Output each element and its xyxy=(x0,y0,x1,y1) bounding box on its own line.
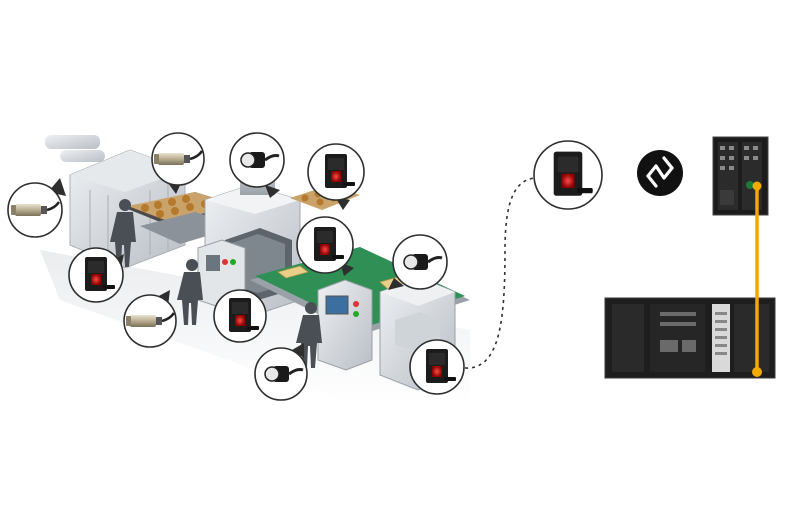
remote-photoelectric-sensor xyxy=(533,140,603,210)
pipe xyxy=(60,150,105,162)
callout-barrel-sensor-2 xyxy=(388,234,448,290)
callout-photoelectric-sensor-2 xyxy=(68,247,124,303)
cable-connector xyxy=(752,181,762,191)
callout-photoelectric-sensor-1 xyxy=(307,143,365,210)
callout-proximity-sensor-3 xyxy=(123,290,177,348)
callout-barrel-sensor-1 xyxy=(229,132,285,198)
cable-connector xyxy=(752,367,762,377)
callout-barrel-sensor-3 xyxy=(254,343,308,401)
dashed-network-line xyxy=(464,177,536,369)
callout-photoelectric-sensor-4 xyxy=(213,289,267,343)
hmi-station xyxy=(317,279,373,371)
operator-silhouette-icon xyxy=(177,259,203,325)
callout-photoelectric-sensor-5 xyxy=(409,339,465,395)
callout-proximity-sensor-2 xyxy=(151,132,205,194)
operator-silhouette-icon xyxy=(110,199,136,267)
plc-controller-icon xyxy=(604,297,776,379)
callout-photoelectric-sensor-3 xyxy=(296,216,354,276)
callout-proximity-sensor-1 xyxy=(7,178,66,238)
pipe xyxy=(45,135,100,149)
production-line xyxy=(45,135,470,391)
network-link-icon xyxy=(637,150,683,196)
io-unit-icon xyxy=(712,136,769,216)
